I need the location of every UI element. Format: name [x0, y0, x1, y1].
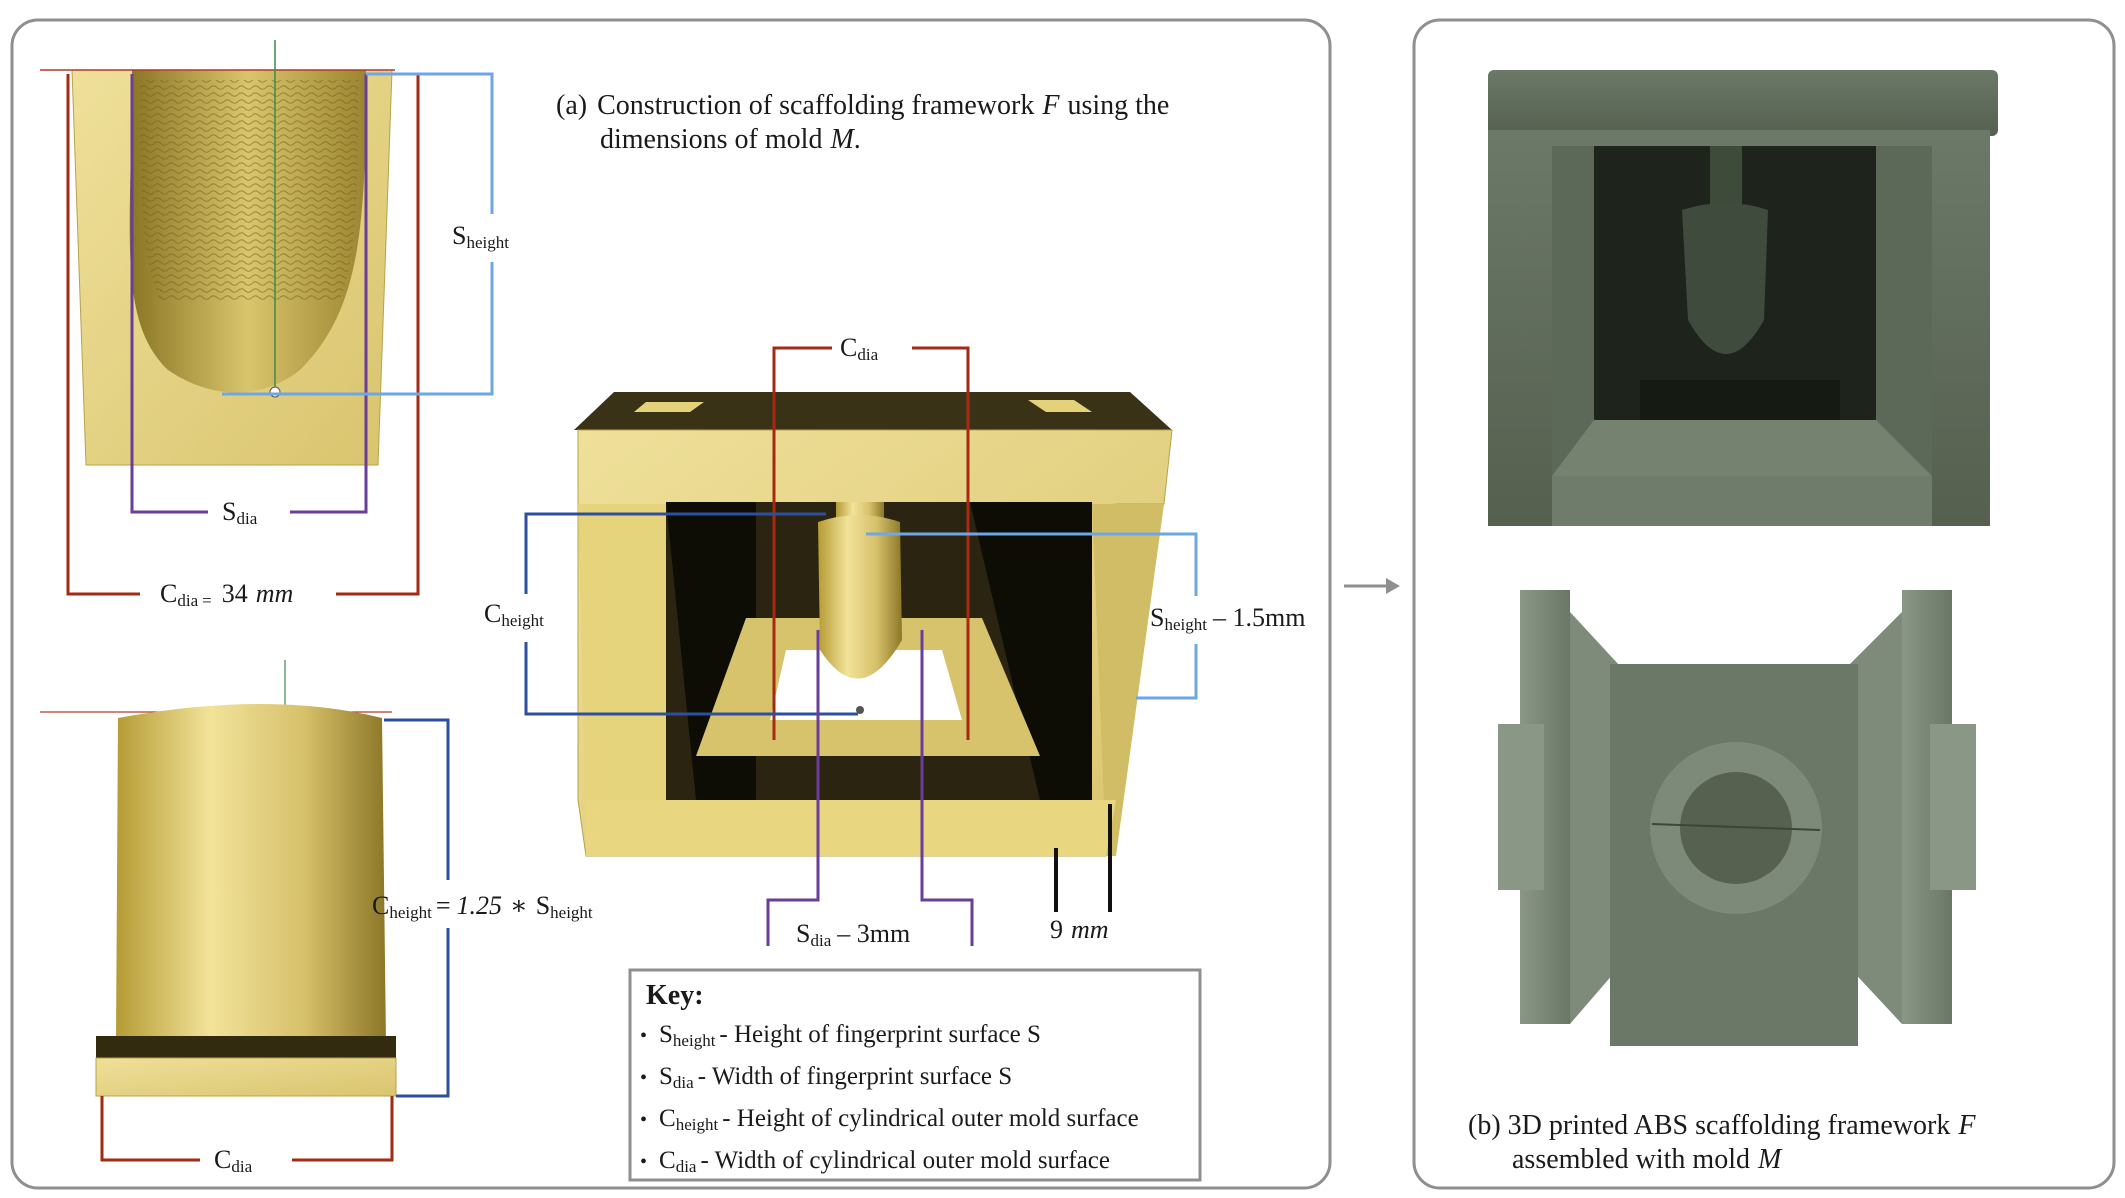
s-dia-label: Sdia [222, 497, 258, 528]
fingerprint-ridges [140, 80, 358, 300]
key-item-c-height: •Cheight- Height of cylindrical outer mo… [640, 1105, 1139, 1134]
c-height-bracket-top [384, 718, 450, 880]
panel-b-caption-line1: (b) 3D printed ABS scaffolding framework… [1468, 1110, 1976, 1141]
frame-c-dia-label: Cdia [840, 333, 879, 364]
photo2-left-wing [1570, 612, 1620, 1024]
frame-c-height-label: Cheight [484, 599, 544, 630]
s-height-bracket-top [366, 72, 494, 214]
photo2-mold-seam [1651, 823, 1821, 831]
frame-s-height-bracket-bottom [1136, 644, 1198, 700]
key-item-s-dia: •Sdia- Width of fingerprint surface S [640, 1063, 1012, 1092]
c-height-bracket-bottom [396, 928, 450, 1098]
key-title: Key: [646, 980, 704, 1011]
s-dia-bracket-right [290, 74, 368, 514]
mold-cylinder [116, 704, 386, 1057]
photo2-left-post [1520, 590, 1570, 1024]
frame-bottom-bar [586, 800, 1116, 856]
mold-base-top [96, 1036, 396, 1058]
frame-s-height-bracket-top [866, 532, 1198, 596]
frame-s-height-offset-label: Sheight– 1.5mm [1150, 603, 1305, 634]
frame-left-post [578, 504, 666, 856]
frame-right-inner [970, 502, 1092, 800]
key-box: Key: •Sheight- Height of fingerprint sur… [628, 968, 1202, 1182]
c-dia-bracket-top-right [336, 74, 420, 596]
exterior-c-dia-bracket-right [292, 1096, 394, 1162]
photo1-mold-body [1682, 203, 1768, 354]
key-border [628, 968, 1202, 1182]
s-height-label: Sheight [452, 221, 509, 252]
abs-frame-top-photo [1498, 590, 1976, 1046]
c-dia-bracket-top [66, 74, 140, 596]
photo2-right-post [1902, 590, 1952, 1024]
s-height-bracket-bottom [222, 262, 494, 396]
key-item-s-height: •Sheight- Height of fingerprint surface … [640, 1021, 1041, 1050]
photo1-top-bar [1488, 70, 1998, 136]
frame-top-face [574, 392, 1172, 430]
photo1-base-glow [1552, 476, 1932, 526]
photo1-mold-stem [1710, 146, 1742, 208]
frame-top-slot-left [634, 402, 704, 412]
photo2-right-wing [1848, 612, 1902, 1024]
mold-base [95, 1057, 397, 1097]
photo1-floor [1552, 420, 1932, 476]
frame-c-height-bracket-bottom [524, 642, 858, 716]
key-item-c-dia: •Cdia- Width of cylindrical outer mold s… [640, 1147, 1110, 1176]
mold-exterior: Cheight=1.25∗Sheight Cdia [40, 660, 593, 1176]
frame-top-slot-right [1028, 400, 1092, 412]
photo1-floor-hole [1640, 380, 1840, 420]
photo1-right-wall [1876, 146, 1932, 476]
frame-mold-body [818, 515, 902, 679]
panel-a-caption-line1: (a)Construction of scaffolding framework… [556, 90, 1169, 121]
frame-s-dia-bracket-right [920, 630, 974, 946]
s-dia-bracket-left [130, 74, 208, 514]
frame-mold-apex [856, 706, 864, 714]
photo1-left-wall [1552, 146, 1594, 476]
photo2-right-clip [1930, 724, 1976, 890]
frame-c-dia-bracket-left [772, 346, 832, 740]
abs-frame-front-photo [1488, 70, 1998, 526]
frame-c-dia-bracket-right [912, 346, 970, 740]
frame-c-height-bracket-top [524, 512, 826, 594]
right-arrow-icon [1344, 578, 1400, 594]
frame-s-dia-bracket-left [766, 630, 820, 946]
exterior-c-dia-bracket-left [100, 1096, 200, 1162]
exterior-c-dia-label: Cdia [214, 1145, 253, 1176]
photo2-left-clip [1498, 724, 1544, 890]
frame-s-dia-offset-label: Sdia– 3mm [796, 919, 910, 950]
c-height-formula-label: Cheight=1.25∗Sheight [372, 891, 593, 922]
frame-right-post [1092, 504, 1164, 856]
